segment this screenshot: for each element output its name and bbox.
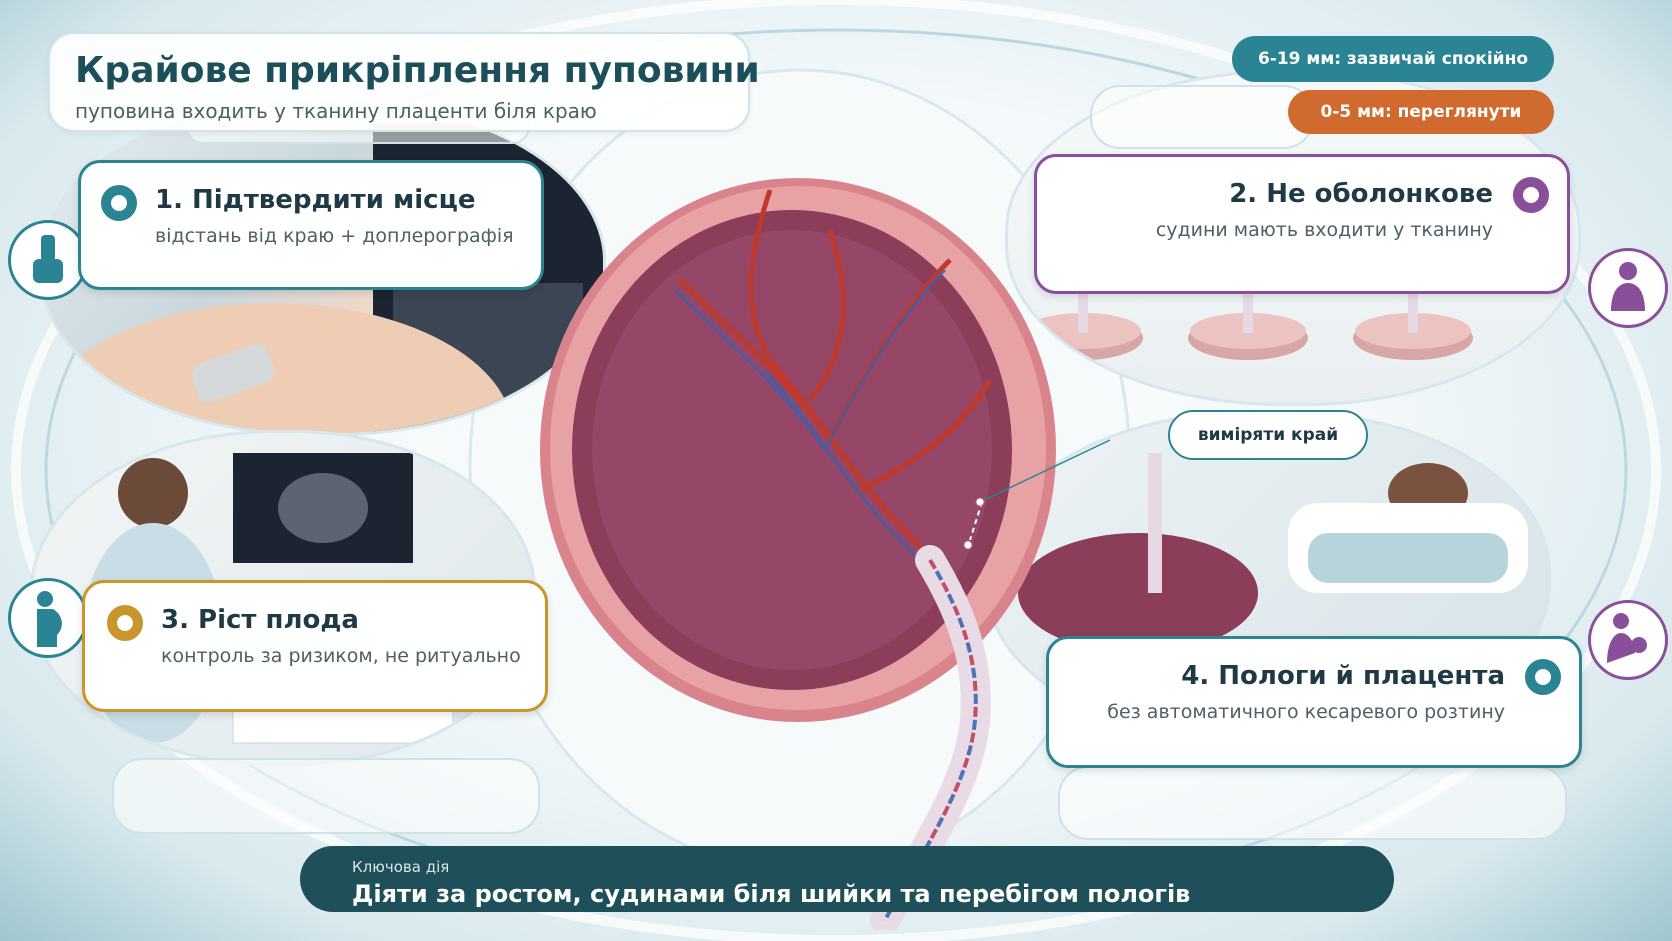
ultrasound-probe-icon bbox=[8, 220, 88, 300]
card-title: 4. Пологи й плацента bbox=[1181, 661, 1505, 691]
card-desc: без автоматичного кесаревого розтину bbox=[1107, 701, 1505, 723]
decor-pill-top-right bbox=[1090, 85, 1314, 149]
card-title: 2. Не оболонкове bbox=[1229, 179, 1493, 209]
measure-edge-callout: виміряти край bbox=[1168, 410, 1368, 460]
badge-safe-range: 6-19 мм: зазвичай спокійно bbox=[1232, 36, 1554, 82]
badge-review-range: 0-5 мм: переглянути bbox=[1288, 90, 1554, 134]
insertion-models bbox=[1023, 263, 1473, 360]
pregnant-woman-icon bbox=[8, 578, 88, 658]
delivery-scene bbox=[1018, 453, 1528, 653]
status-dot bbox=[107, 605, 143, 641]
placenta-illustration bbox=[540, 178, 1056, 930]
card-desc: контроль за ризиком, не ритуально bbox=[161, 645, 521, 667]
card-delivery-placenta: 4. Пологи й плацента без автоматичного к… bbox=[1046, 636, 1582, 768]
card-desc: судини мають входити у тканину bbox=[1155, 219, 1493, 241]
key-action-label: Ключова дія bbox=[352, 858, 450, 876]
key-action-bar: Ключова дія Діяти за ростом, судинами бі… bbox=[300, 846, 1394, 912]
card-fetal-growth: 3. Ріст плода контроль за ризиком, не ри… bbox=[82, 580, 548, 712]
status-dot bbox=[1525, 659, 1561, 695]
breastfeeding-mother-icon bbox=[1588, 248, 1668, 328]
card-confirm-location: 1. Підтвердити місце відстань від краю +… bbox=[78, 160, 544, 290]
mother-baby-icon bbox=[1588, 600, 1668, 680]
callout-leader bbox=[963, 439, 1111, 550]
title-box bbox=[48, 32, 750, 132]
card-not-velamentous: 2. Не оболонкове судини мають входити у … bbox=[1034, 154, 1570, 294]
status-dot bbox=[1513, 177, 1549, 213]
page-title: Крайове прикріплення пуповини bbox=[75, 50, 760, 91]
card-desc: відстань від краю + доплерографія bbox=[155, 225, 514, 247]
card-title: 1. Підтвердити місце bbox=[155, 185, 476, 215]
decor-pill-bottom-right bbox=[1058, 766, 1567, 840]
card-title: 3. Ріст плода bbox=[161, 605, 359, 635]
page-subtitle: пуповина входить у тканину плаценти біля… bbox=[75, 99, 597, 123]
key-action-text: Діяти за ростом, судинами біля шийки та … bbox=[352, 880, 1191, 908]
decor-pill-bottom-left bbox=[112, 758, 540, 834]
status-dot bbox=[101, 185, 137, 221]
